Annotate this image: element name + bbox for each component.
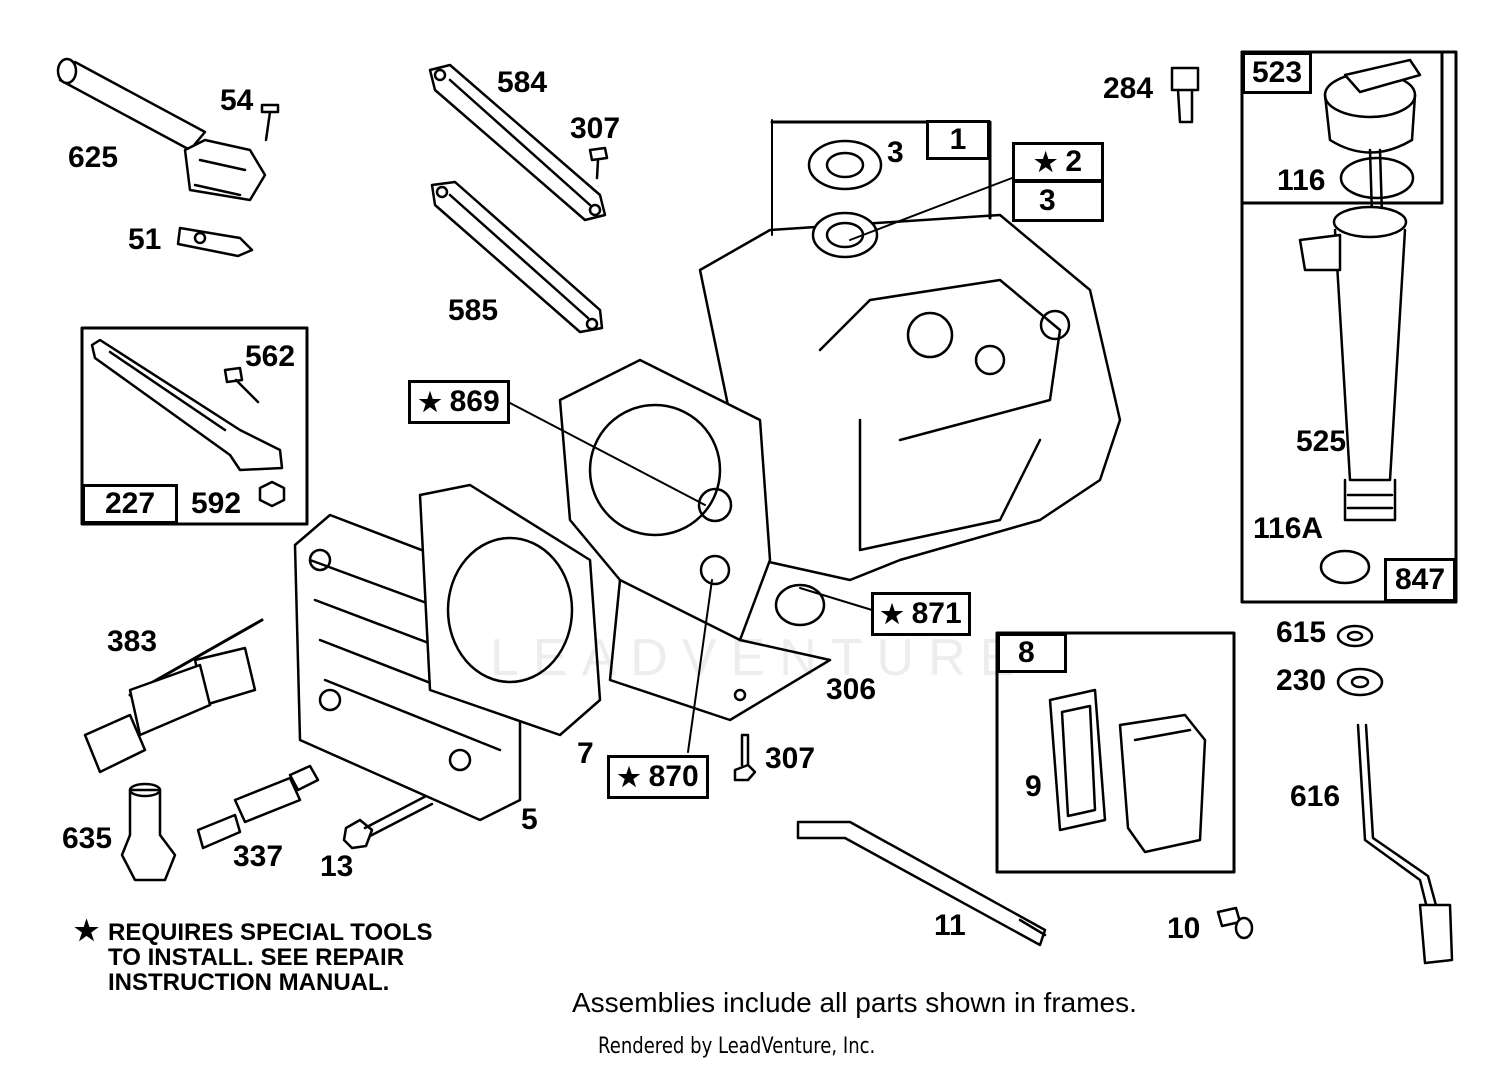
part-337-spark-plug [196, 764, 320, 850]
part-562-screw [223, 366, 260, 404]
note-line-3: INSTRUCTION MANUAL. [108, 969, 390, 996]
callout-box-847: 847 [1384, 558, 1456, 602]
callout-230: 230 [1276, 664, 1327, 697]
callout-1: 1 [949, 123, 967, 156]
part-8-breather-cover [1118, 713, 1207, 854]
leader-lines [509, 119, 1013, 753]
part-635-boot [120, 782, 177, 882]
callout-54: 54 [220, 84, 254, 117]
part-116A-oring [1319, 549, 1371, 585]
callout-585: 585 [448, 294, 499, 327]
callout-7: 7 [577, 737, 594, 770]
callout-9: 9 [1025, 770, 1042, 803]
callout-307-bottom: 307 [765, 742, 816, 775]
part-crankcase [558, 211, 1122, 722]
part-head-gasket [418, 483, 602, 737]
part-51-gasket [176, 226, 254, 258]
part-116-oring [1339, 156, 1415, 200]
note-line-1: REQUIRES SPECIAL TOOLS [108, 919, 433, 946]
star-icon: ★ [617, 761, 641, 792]
callout-box-2: ★ 2 [1012, 142, 1104, 182]
part-10-plug [1216, 906, 1254, 940]
callout-3-kit: 3 [1039, 184, 1056, 217]
part-625-breather-tube [56, 57, 267, 202]
callout-307-top: 307 [570, 112, 621, 145]
callout-box-227: 227 [82, 484, 178, 524]
part-307-screw-top [588, 146, 609, 180]
callout-625: 625 [68, 141, 119, 174]
callout-523: 523 [1251, 56, 1303, 89]
part-11-tube [796, 820, 1047, 947]
callout-635: 635 [62, 822, 113, 855]
callout-10: 10 [1167, 912, 1201, 945]
part-615-washer [1336, 624, 1374, 648]
part-284-fitting [1170, 66, 1200, 124]
callout-525: 525 [1296, 425, 1347, 458]
callout-box-1: 1 [926, 120, 990, 160]
callout-337: 337 [233, 840, 284, 873]
callout-869: 869 [449, 385, 500, 418]
callout-306: 306 [826, 673, 877, 706]
callout-870: 870 [648, 760, 699, 793]
part-3-seal [807, 139, 883, 191]
part-523-cap [1323, 58, 1422, 217]
part-383-tool [83, 618, 264, 774]
callout-8: 8 [1018, 636, 1035, 669]
callout-116A: 116A [1253, 512, 1324, 545]
part-227-bracket [90, 338, 284, 472]
note-line-2: TO INSTALL. SEE REPAIR [108, 944, 405, 971]
callout-box-3: 3 [1012, 180, 1104, 222]
star-icon: ★ [74, 915, 100, 946]
callout-584: 584 [497, 66, 548, 99]
star-icon: ★ [880, 598, 904, 629]
callout-box-871: ★ 871 [871, 592, 971, 636]
watermark: LEADVENTURE [490, 629, 1029, 687]
callout-box-8: 8 [997, 633, 1067, 673]
callout-616: 616 [1290, 780, 1341, 813]
callout-383: 383 [107, 625, 158, 658]
assemblies-caption: Assemblies include all parts shown in fr… [572, 987, 1137, 1018]
callout-615: 615 [1276, 616, 1327, 649]
callout-11: 11 [934, 909, 966, 942]
part-9-gasket [1048, 688, 1107, 832]
callout-592: 592 [191, 487, 242, 520]
part-54-screw [260, 103, 280, 142]
callout-562: 562 [245, 340, 296, 373]
star-icon: ★ [1034, 146, 1058, 177]
part-584-cover [428, 63, 607, 222]
callout-3-seal: 3 [887, 136, 904, 169]
star-icon: ★ [418, 386, 442, 417]
callout-847: 847 [1394, 563, 1446, 596]
part-13-bolt [342, 793, 434, 850]
rendered-by-caption: Rendered by LeadVenture, Inc. [598, 1034, 876, 1059]
callout-51: 51 [128, 223, 162, 256]
part-585-gasket [430, 180, 604, 334]
callout-871: 871 [911, 597, 962, 630]
assembly-frames [80, 50, 1458, 874]
callout-5: 5 [521, 803, 538, 836]
callout-227: 227 [104, 487, 156, 520]
callout-2: 2 [1065, 145, 1082, 178]
part-592-nut [258, 480, 286, 508]
callout-box-869: ★ 869 [408, 380, 510, 424]
callout-13: 13 [320, 850, 354, 883]
part-616-dipstick [1356, 723, 1454, 965]
callout-box-523: 523 [1242, 52, 1312, 94]
part-525-tube [1298, 205, 1408, 522]
special-tools-note: ★ REQUIRES SPECIAL TOOLS TO INSTALL. SEE… [74, 915, 494, 996]
part-230-washer [1336, 667, 1384, 697]
part-307-screw-bottom [733, 733, 757, 782]
callout-box-870: ★ 870 [607, 755, 709, 799]
callout-116: 116 [1277, 164, 1326, 197]
callout-284: 284 [1103, 72, 1154, 105]
